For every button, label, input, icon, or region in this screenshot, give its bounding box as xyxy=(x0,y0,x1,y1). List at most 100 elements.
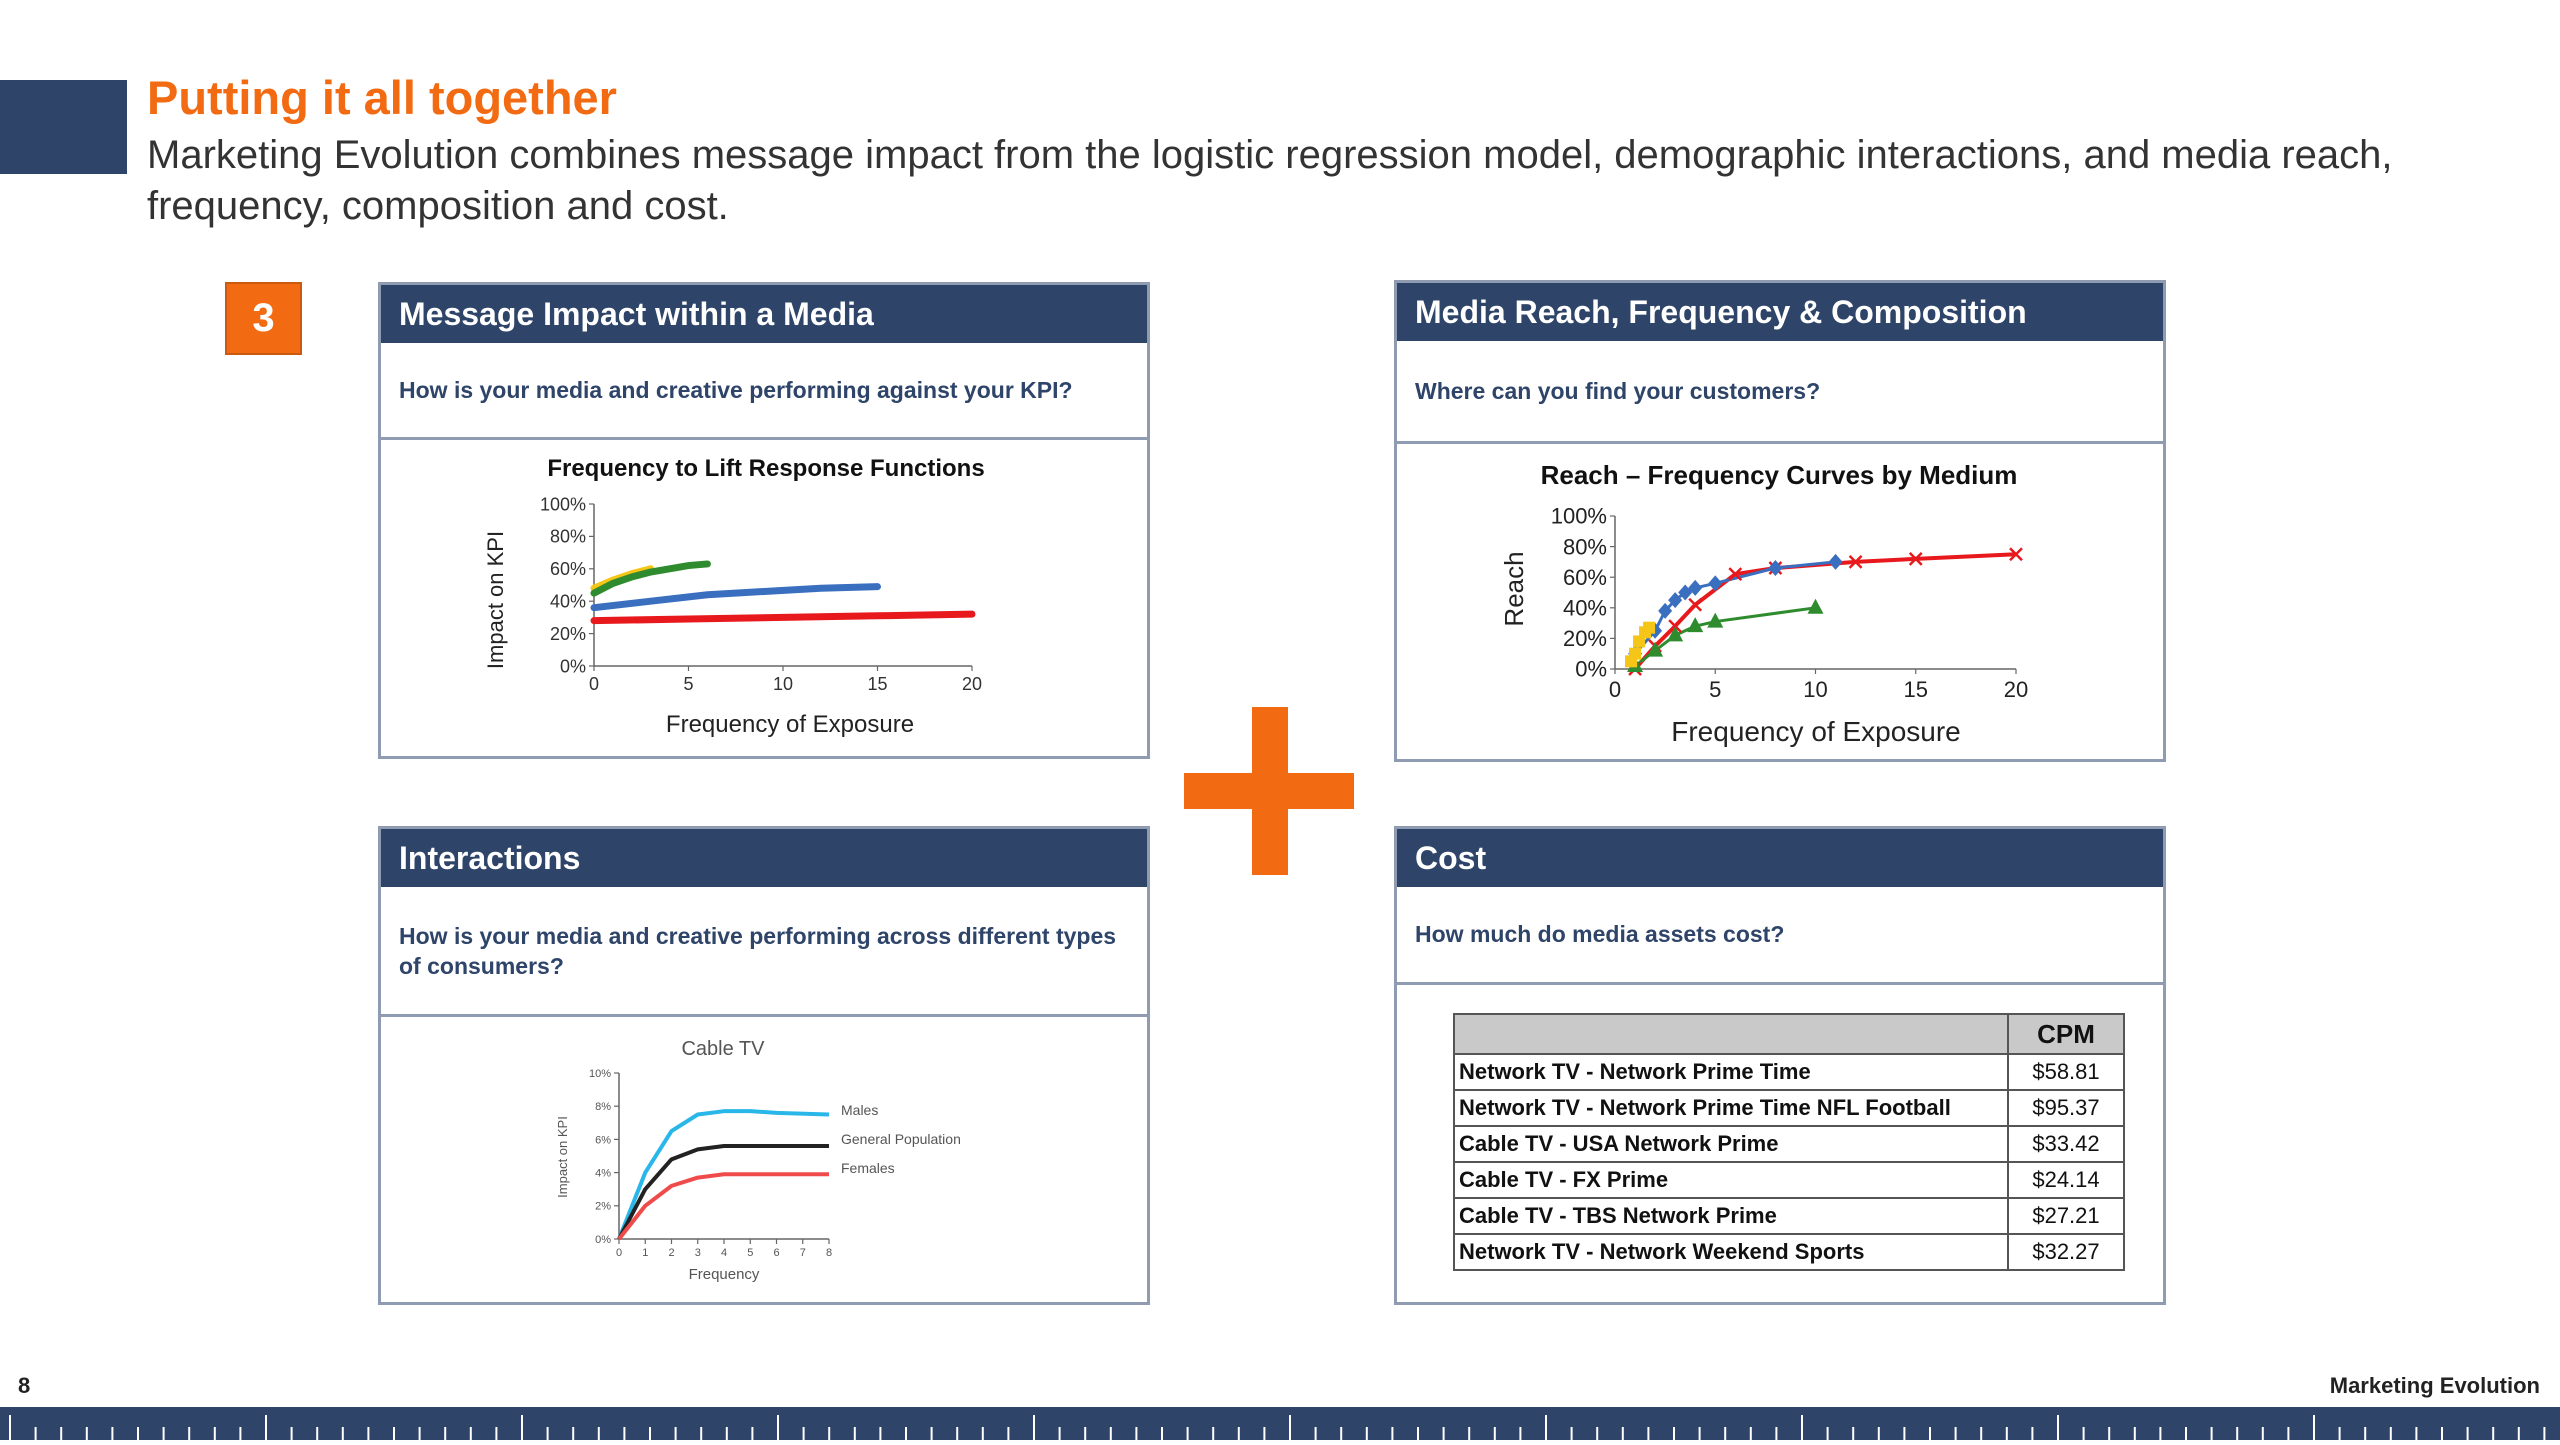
reach-frequency-panel: Media Reach, Frequency & Composition Whe… xyxy=(1394,280,2166,762)
series-line xyxy=(617,1172,829,1241)
y-tick-label: 20% xyxy=(1563,626,1607,651)
x-tick-label: 10 xyxy=(773,674,793,694)
step-badge: 3 xyxy=(225,282,302,355)
y-tick-label: 60% xyxy=(550,559,586,579)
media-asset-name: Network TV - Network Weekend Sports xyxy=(1453,1233,2009,1271)
y-tick-label: 10% xyxy=(589,1068,611,1080)
x-tick-label: 0 xyxy=(589,674,599,694)
x-tick-label: 3 xyxy=(695,1247,701,1259)
y-tick-label: 80% xyxy=(1563,534,1607,559)
x-axis-label: Frequency xyxy=(689,1266,760,1283)
data-point xyxy=(1688,597,1703,612)
x-tick-label: 5 xyxy=(747,1247,753,1259)
panel-question: Where can you find your customers? xyxy=(1397,341,2163,444)
panel-heading: Cost xyxy=(1397,829,2163,887)
reach-frequency-chart: Reach – Frequency Curves by Medium Reach… xyxy=(1499,460,2028,747)
data-point xyxy=(1658,602,1673,619)
panel-heading: Media Reach, Frequency & Composition xyxy=(1397,283,2163,341)
cpm-value: $27.21 xyxy=(2007,1197,2125,1235)
y-axis-label: Impact on KPI xyxy=(555,1116,570,1198)
x-tick-label: 5 xyxy=(683,674,693,694)
footer-brand: Marketing Evolution xyxy=(2329,1373,2540,1398)
x-tick-label: 5 xyxy=(1709,677,1721,702)
data-point xyxy=(2009,547,2023,562)
data-point xyxy=(1828,553,1843,570)
y-axis-label: Reach xyxy=(1499,551,1529,626)
title-accent-bar xyxy=(0,80,127,174)
y-tick-label: 0% xyxy=(560,656,586,676)
series-line xyxy=(590,560,711,597)
chart-title: Frequency to Lift Response Functions xyxy=(547,455,984,482)
x-tick-label: 1 xyxy=(642,1247,648,1259)
cpm-value: $58.81 xyxy=(2007,1053,2125,1091)
data-point xyxy=(1667,626,1684,642)
cpm-value: $32.27 xyxy=(2007,1233,2125,1271)
x-tick-label: 0 xyxy=(1609,677,1621,702)
y-axis-label: Impact on KPI xyxy=(483,531,508,669)
plus-icon-bar xyxy=(1184,773,1354,809)
media-asset-name: Cable TV - USA Network Prime xyxy=(1453,1125,2009,1163)
x-axis-label: Frequency of Exposure xyxy=(666,711,914,738)
data-point xyxy=(1668,592,1683,609)
data-point xyxy=(1648,622,1663,639)
y-tick-label: 100% xyxy=(540,494,586,514)
cpm-value: $24.14 xyxy=(2007,1161,2125,1199)
cpm-value: $33.42 xyxy=(2007,1125,2125,1163)
cpm-value: $95.37 xyxy=(2007,1089,2125,1127)
data-point xyxy=(1629,647,1642,660)
series-line xyxy=(590,583,881,612)
data-point xyxy=(1687,617,1704,633)
lift-response-chart: Frequency to Lift Response Functions Imp… xyxy=(483,455,985,738)
interactions-panel: Interactions How is your media and creat… xyxy=(378,826,1150,1305)
y-tick-label: 2% xyxy=(595,1201,611,1213)
series-label: Males xyxy=(841,1102,878,1118)
cpm-table: CPM Network TV - Network Prime Time$58.8… xyxy=(1453,1013,2125,1271)
y-tick-label: 4% xyxy=(595,1167,611,1179)
y-tick-label: 100% xyxy=(1551,504,1607,529)
y-tick-label: 40% xyxy=(1563,596,1607,621)
series-line xyxy=(617,1144,829,1240)
x-tick-label: 6 xyxy=(773,1247,779,1259)
table-row: Network TV - Network Weekend Sports$32.2… xyxy=(1453,1233,2125,1271)
data-point xyxy=(1848,555,1863,569)
table-row: Cable TV - FX Prime$24.14 xyxy=(1453,1161,2125,1199)
cost-panel: Cost How much do media assets cost? CPM … xyxy=(1394,826,2166,1305)
x-axis-label: Frequency of Exposure xyxy=(1671,716,1961,747)
y-tick-label: 40% xyxy=(550,592,586,612)
panel-heading: Message Impact within a Media xyxy=(381,285,1147,343)
x-tick-label: 10 xyxy=(1803,677,1827,702)
page-number: 8 xyxy=(18,1373,31,1398)
series-line xyxy=(590,610,976,625)
table-header-blank xyxy=(1453,1013,2009,1055)
message-impact-panel: Message Impact within a Media How is you… xyxy=(378,282,1150,759)
data-point xyxy=(1633,635,1646,648)
media-asset-name: Network TV - Network Prime Time NFL Foot… xyxy=(1453,1089,2009,1127)
media-asset-name: Network TV - Network Prime Time xyxy=(1453,1053,2009,1091)
data-point xyxy=(1768,560,1783,577)
y-tick-label: 0% xyxy=(1575,657,1607,682)
panel-heading: Interactions xyxy=(381,829,1147,887)
panel-question: How is your media and creative performin… xyxy=(381,887,1147,1017)
media-asset-name: Cable TV - TBS Network Prime xyxy=(1453,1197,2009,1235)
cpm-header: CPM xyxy=(2007,1013,2125,1055)
x-tick-label: 15 xyxy=(867,674,887,694)
panel-question: How is your media and creative performin… xyxy=(381,343,1147,440)
table-row: Cable TV - TBS Network Prime$27.21 xyxy=(1453,1197,2125,1235)
series-label: General Population xyxy=(841,1131,961,1147)
series-line xyxy=(1633,552,2017,671)
y-tick-label: 80% xyxy=(550,527,586,547)
data-point xyxy=(1707,612,1724,628)
y-tick-label: 6% xyxy=(595,1134,611,1146)
x-tick-label: 15 xyxy=(1904,677,1928,702)
y-tick-label: 20% xyxy=(550,624,586,644)
data-point xyxy=(1908,551,1923,566)
y-tick-label: 8% xyxy=(595,1101,611,1113)
series-line xyxy=(617,1109,830,1240)
table-row: Network TV - Network Prime Time NFL Foot… xyxy=(1453,1089,2125,1127)
x-tick-label: 2 xyxy=(668,1247,674,1259)
x-tick-label: 20 xyxy=(962,674,982,694)
y-tick-label: 60% xyxy=(1563,565,1607,590)
data-point xyxy=(1708,575,1723,592)
page-title: Putting it all together xyxy=(147,71,617,124)
